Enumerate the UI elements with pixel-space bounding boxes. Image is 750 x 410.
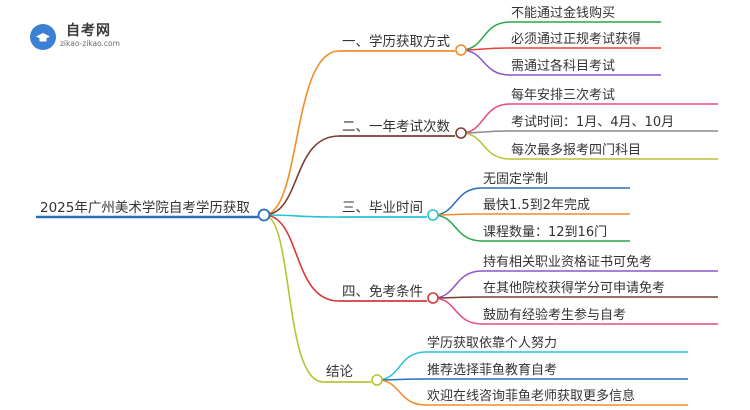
branch-connector-icon[interactable] bbox=[427, 292, 439, 304]
root-connector-icon[interactable] bbox=[257, 208, 271, 222]
leaf-link bbox=[432, 297, 483, 325]
leaf-link bbox=[432, 214, 483, 242]
leaf-node[interactable]: 最快1.5到2年完成 bbox=[483, 198, 590, 213]
branch-link bbox=[263, 135, 340, 216]
site-logo[interactable]: 自考网 zikao-zikao.com bbox=[30, 20, 140, 54]
leaf-link bbox=[376, 379, 427, 406]
branch-node[interactable]: 四、免考条件 bbox=[342, 283, 423, 300]
branch-connector-icon[interactable] bbox=[455, 127, 467, 139]
branch-link bbox=[263, 50, 340, 216]
branch-link bbox=[263, 214, 340, 302]
leaf-node[interactable]: 不能通过金钱购买 bbox=[511, 5, 615, 21]
branch-connector-icon[interactable] bbox=[455, 44, 467, 56]
leaf-node[interactable]: 在其他院校获得学分可申请免考 bbox=[483, 280, 665, 296]
leaf-link bbox=[460, 132, 511, 160]
leaf-node[interactable]: 每次最多报考四门科目 bbox=[511, 142, 641, 158]
leaf-link bbox=[460, 103, 511, 134]
leaf-node[interactable]: 无固定学制 bbox=[483, 171, 548, 187]
leaf-link bbox=[432, 187, 483, 216]
branch-node[interactable]: 结论 bbox=[326, 364, 353, 380]
branch-link bbox=[263, 214, 324, 383]
leaf-link bbox=[460, 49, 511, 76]
mind-map-links bbox=[263, 21, 511, 406]
leaf-node[interactable]: 每年安排三次考试 bbox=[511, 87, 615, 103]
branch-node[interactable]: 一、学历获取方式 bbox=[342, 34, 450, 50]
leaf-node[interactable]: 持有相关职业资格证书可免考 bbox=[483, 254, 652, 270]
leaf-node[interactable]: 鼓励有经验考生参与自考 bbox=[483, 307, 626, 323]
mind-map-nodes: 2025年广州美术学院自考学历获取 一、学历获取方式 不能通过金钱购买必须通过正规考… bbox=[36, 5, 718, 406]
leaf-node[interactable]: 必须通过正规考试获得 bbox=[511, 31, 641, 47]
branch-node[interactable]: 三、毕业时间 bbox=[342, 200, 423, 216]
leaf-node[interactable]: 课程数量：12到16门 bbox=[483, 225, 607, 240]
leaf-node[interactable]: 需通过各科目考试 bbox=[511, 58, 615, 74]
leaf-link bbox=[460, 21, 511, 51]
leaf-node[interactable]: 考试时间：1月、4月、10月 bbox=[511, 115, 674, 130]
leaf-link bbox=[432, 270, 483, 299]
graduation-cap-icon bbox=[30, 24, 56, 50]
branch-link bbox=[263, 214, 340, 218]
leaf-link bbox=[376, 351, 427, 381]
logo-subtitle: zikao-zikao.com bbox=[60, 39, 120, 48]
leaf-node[interactable]: 欢迎在线咨询菲鱼老师获取更多信息 bbox=[427, 388, 635, 404]
root-node[interactable]: 2025年广州美术学院自考学历获取 bbox=[40, 200, 250, 216]
branch-connector-icon[interactable] bbox=[371, 374, 383, 386]
branch-connector-icon[interactable] bbox=[427, 209, 439, 221]
leaf-node[interactable]: 推荐选择菲鱼教育自考 bbox=[427, 362, 557, 378]
leaf-node[interactable]: 学历获取依靠个人努力 bbox=[427, 335, 557, 351]
branch-node[interactable]: 二、一年考试次数 bbox=[342, 119, 450, 135]
logo-title: 自考网 bbox=[66, 23, 111, 39]
